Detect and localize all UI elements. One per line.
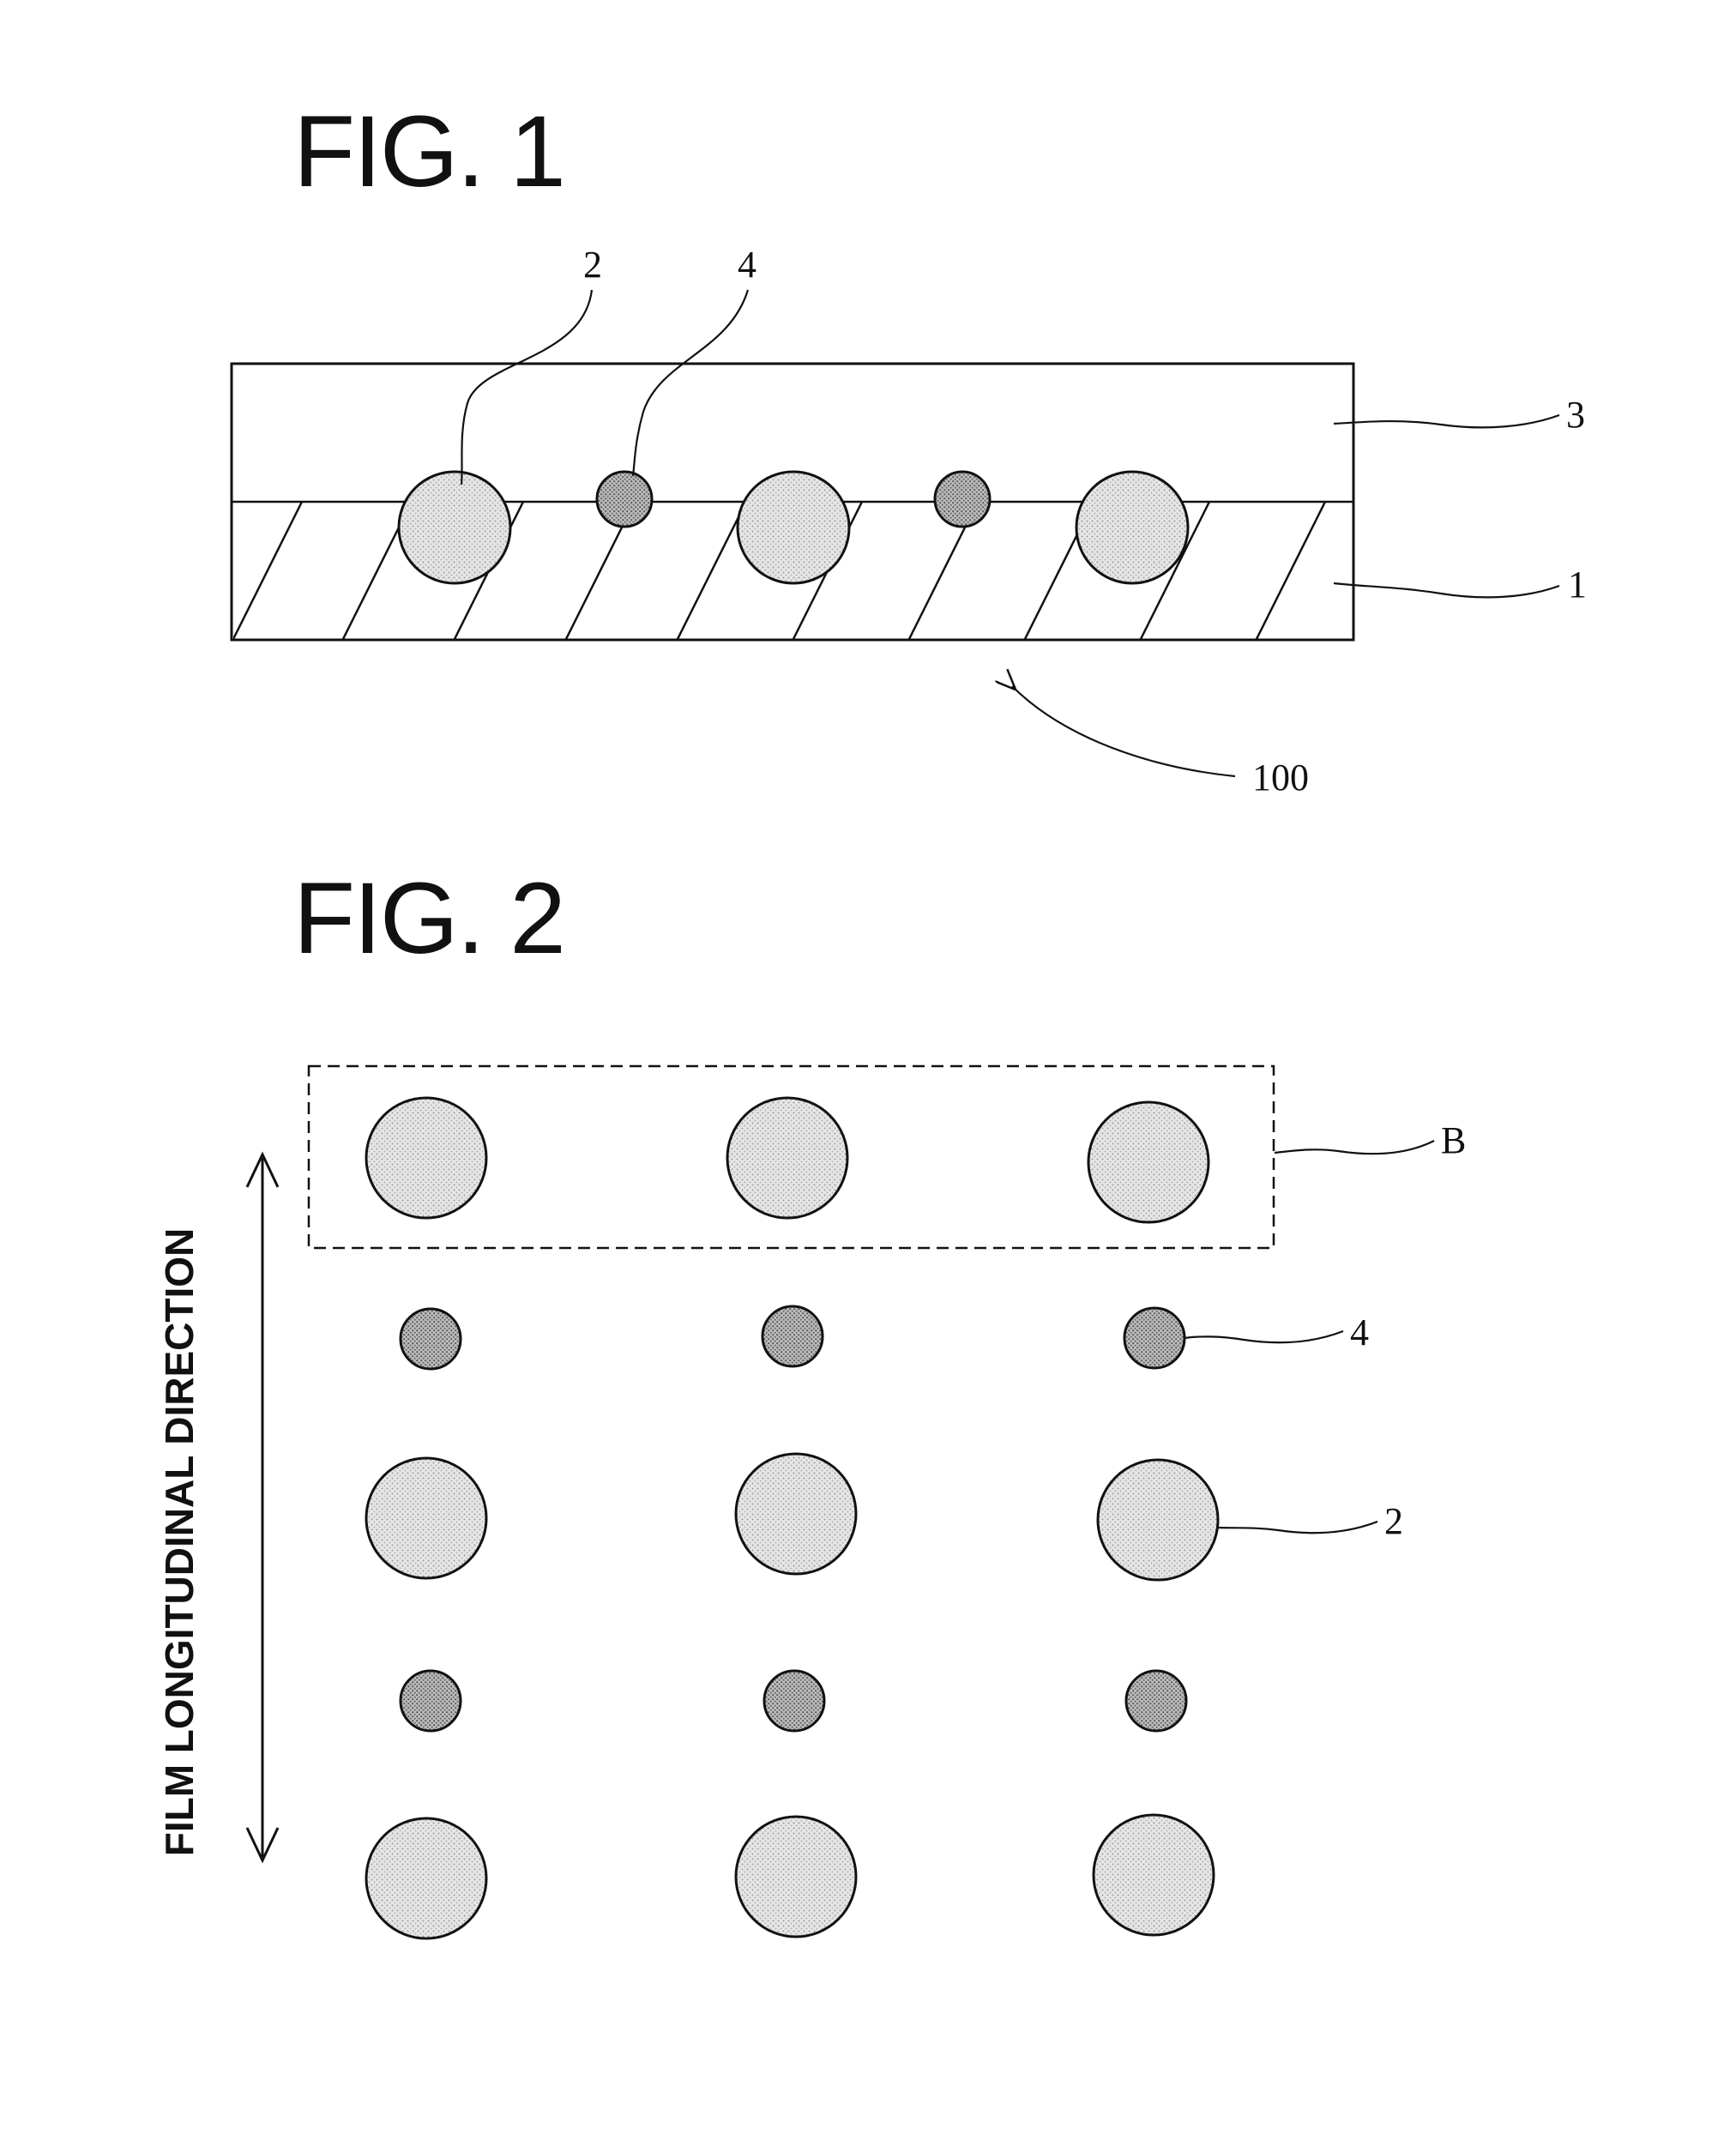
fig1-leader-film-arrow bbox=[1012, 686, 1235, 776]
fig2-leader-filler bbox=[1184, 1331, 1343, 1342]
fig2-filler-particle bbox=[401, 1671, 461, 1731]
fig2-leader-conductive-particle bbox=[1218, 1522, 1377, 1533]
fig1-film-cross-section bbox=[232, 364, 1353, 640]
fig2-conductive-particle bbox=[366, 1098, 486, 1218]
fig2-leader-lines bbox=[1184, 1141, 1434, 1533]
fig2-conductive-particle bbox=[727, 1098, 847, 1218]
fig1-filler-particle bbox=[935, 472, 990, 527]
fig2-filler-particle bbox=[763, 1306, 823, 1366]
fig1-leader-conductive-particle bbox=[461, 290, 592, 485]
fig1-filler-particle bbox=[597, 472, 652, 527]
fig2-filler-particle bbox=[764, 1671, 824, 1731]
fig2-conductive-particle bbox=[366, 1818, 486, 1938]
fig2-leader-row-group bbox=[1275, 1141, 1434, 1154]
fig1-leader-filler bbox=[633, 290, 748, 476]
fig2-conductive-particle bbox=[1094, 1815, 1214, 1935]
film-longitudinal-direction-arrow bbox=[247, 1154, 278, 1860]
fig2-conductive-particle bbox=[366, 1458, 486, 1578]
fig1-leader-insulating-layer bbox=[1334, 583, 1559, 597]
fig1-conductive-particle bbox=[399, 472, 510, 583]
fig2-filler-particle bbox=[1126, 1671, 1186, 1731]
fig2-conductive-particle bbox=[736, 1817, 856, 1937]
fig1-conductive-particle bbox=[738, 472, 849, 583]
fig1-leader-resin-layer-visible bbox=[1334, 415, 1559, 427]
fig2-filler-particle bbox=[401, 1309, 461, 1369]
fig2-conductive-particle bbox=[1088, 1102, 1209, 1222]
fig2-conductive-particle bbox=[736, 1454, 856, 1574]
fig1-conductive-particle bbox=[1076, 472, 1188, 583]
fig2-conductive-particle bbox=[1098, 1460, 1218, 1580]
fig2-particle-array bbox=[366, 1098, 1218, 1938]
fig2-filler-particle bbox=[1124, 1308, 1184, 1368]
